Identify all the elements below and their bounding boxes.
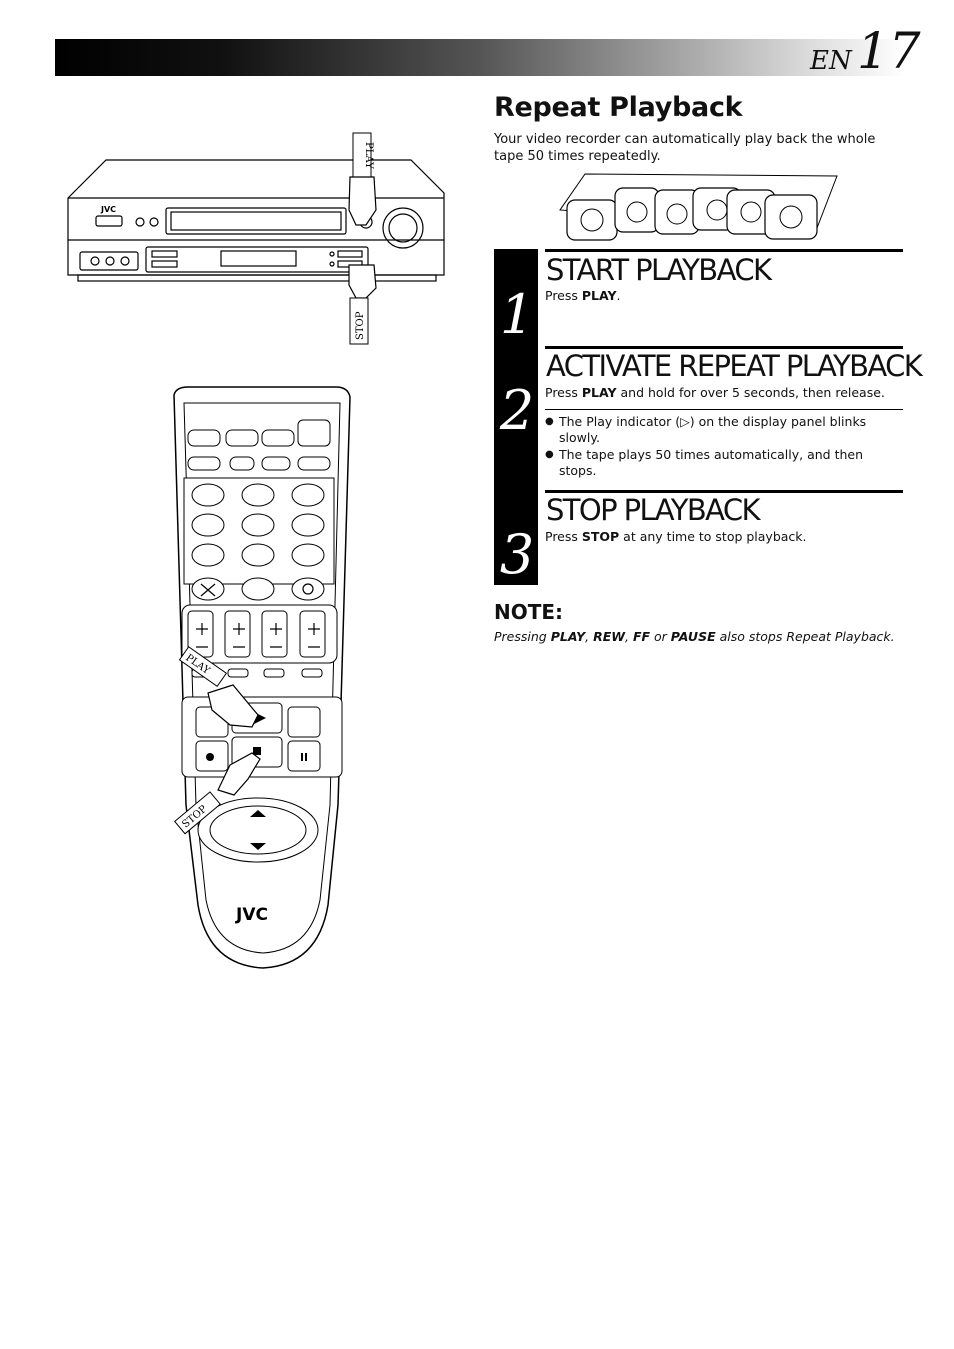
note-text: Pressing PLAY, REW, FF or PAUSE also sto… — [494, 629, 895, 644]
step-2-rule — [545, 346, 903, 349]
step-3-title: STOP PLAYBACK — [546, 493, 761, 527]
vcr-play-tag: PLAY — [363, 142, 374, 169]
header-gradient-bar — [55, 39, 905, 76]
section-title: Repeat Playback — [494, 92, 743, 123]
vcr-illustration: JVC PLAY STOP — [67, 132, 445, 345]
step-2-title: ACTIVATE REPEAT PLAYBACK — [546, 349, 923, 383]
vcr-stop-tag: STOP — [355, 311, 366, 340]
step-1-title: START PLAYBACK — [546, 253, 772, 287]
note-title: NOTE: — [494, 600, 564, 624]
page-number: 17 — [857, 22, 921, 80]
vcr-brand-logo: JVC — [100, 205, 116, 214]
step-1-instruction: Press PLAY. — [545, 288, 621, 303]
step-3-rule — [545, 490, 903, 493]
list-item: The Play indicator (▷) on the display pa… — [545, 414, 890, 446]
step-3-number: 3 — [499, 523, 535, 586]
step-3-instruction: Press STOP at any time to stop playback. — [545, 529, 807, 544]
step-2-bullets: The Play indicator (▷) on the display pa… — [545, 414, 890, 480]
step-2-divider — [545, 409, 903, 410]
step-1-number: 1 — [499, 283, 535, 346]
list-item: The tape plays 50 times automatically, a… — [545, 447, 890, 479]
language-code: EN — [810, 46, 852, 76]
step-2-instruction: Press PLAY and hold for over 5 seconds, … — [545, 385, 885, 400]
step-number-bar — [494, 249, 538, 585]
remote-brand-logo: JVC — [235, 905, 268, 925]
repeat-tape-illustration — [559, 173, 838, 241]
remote-illustration: PLAY STOP JVC — [173, 386, 351, 969]
step-2-number: 2 — [499, 379, 535, 442]
section-intro: Your video recorder can automatically pl… — [494, 132, 876, 164]
step-1-rule — [545, 249, 903, 252]
